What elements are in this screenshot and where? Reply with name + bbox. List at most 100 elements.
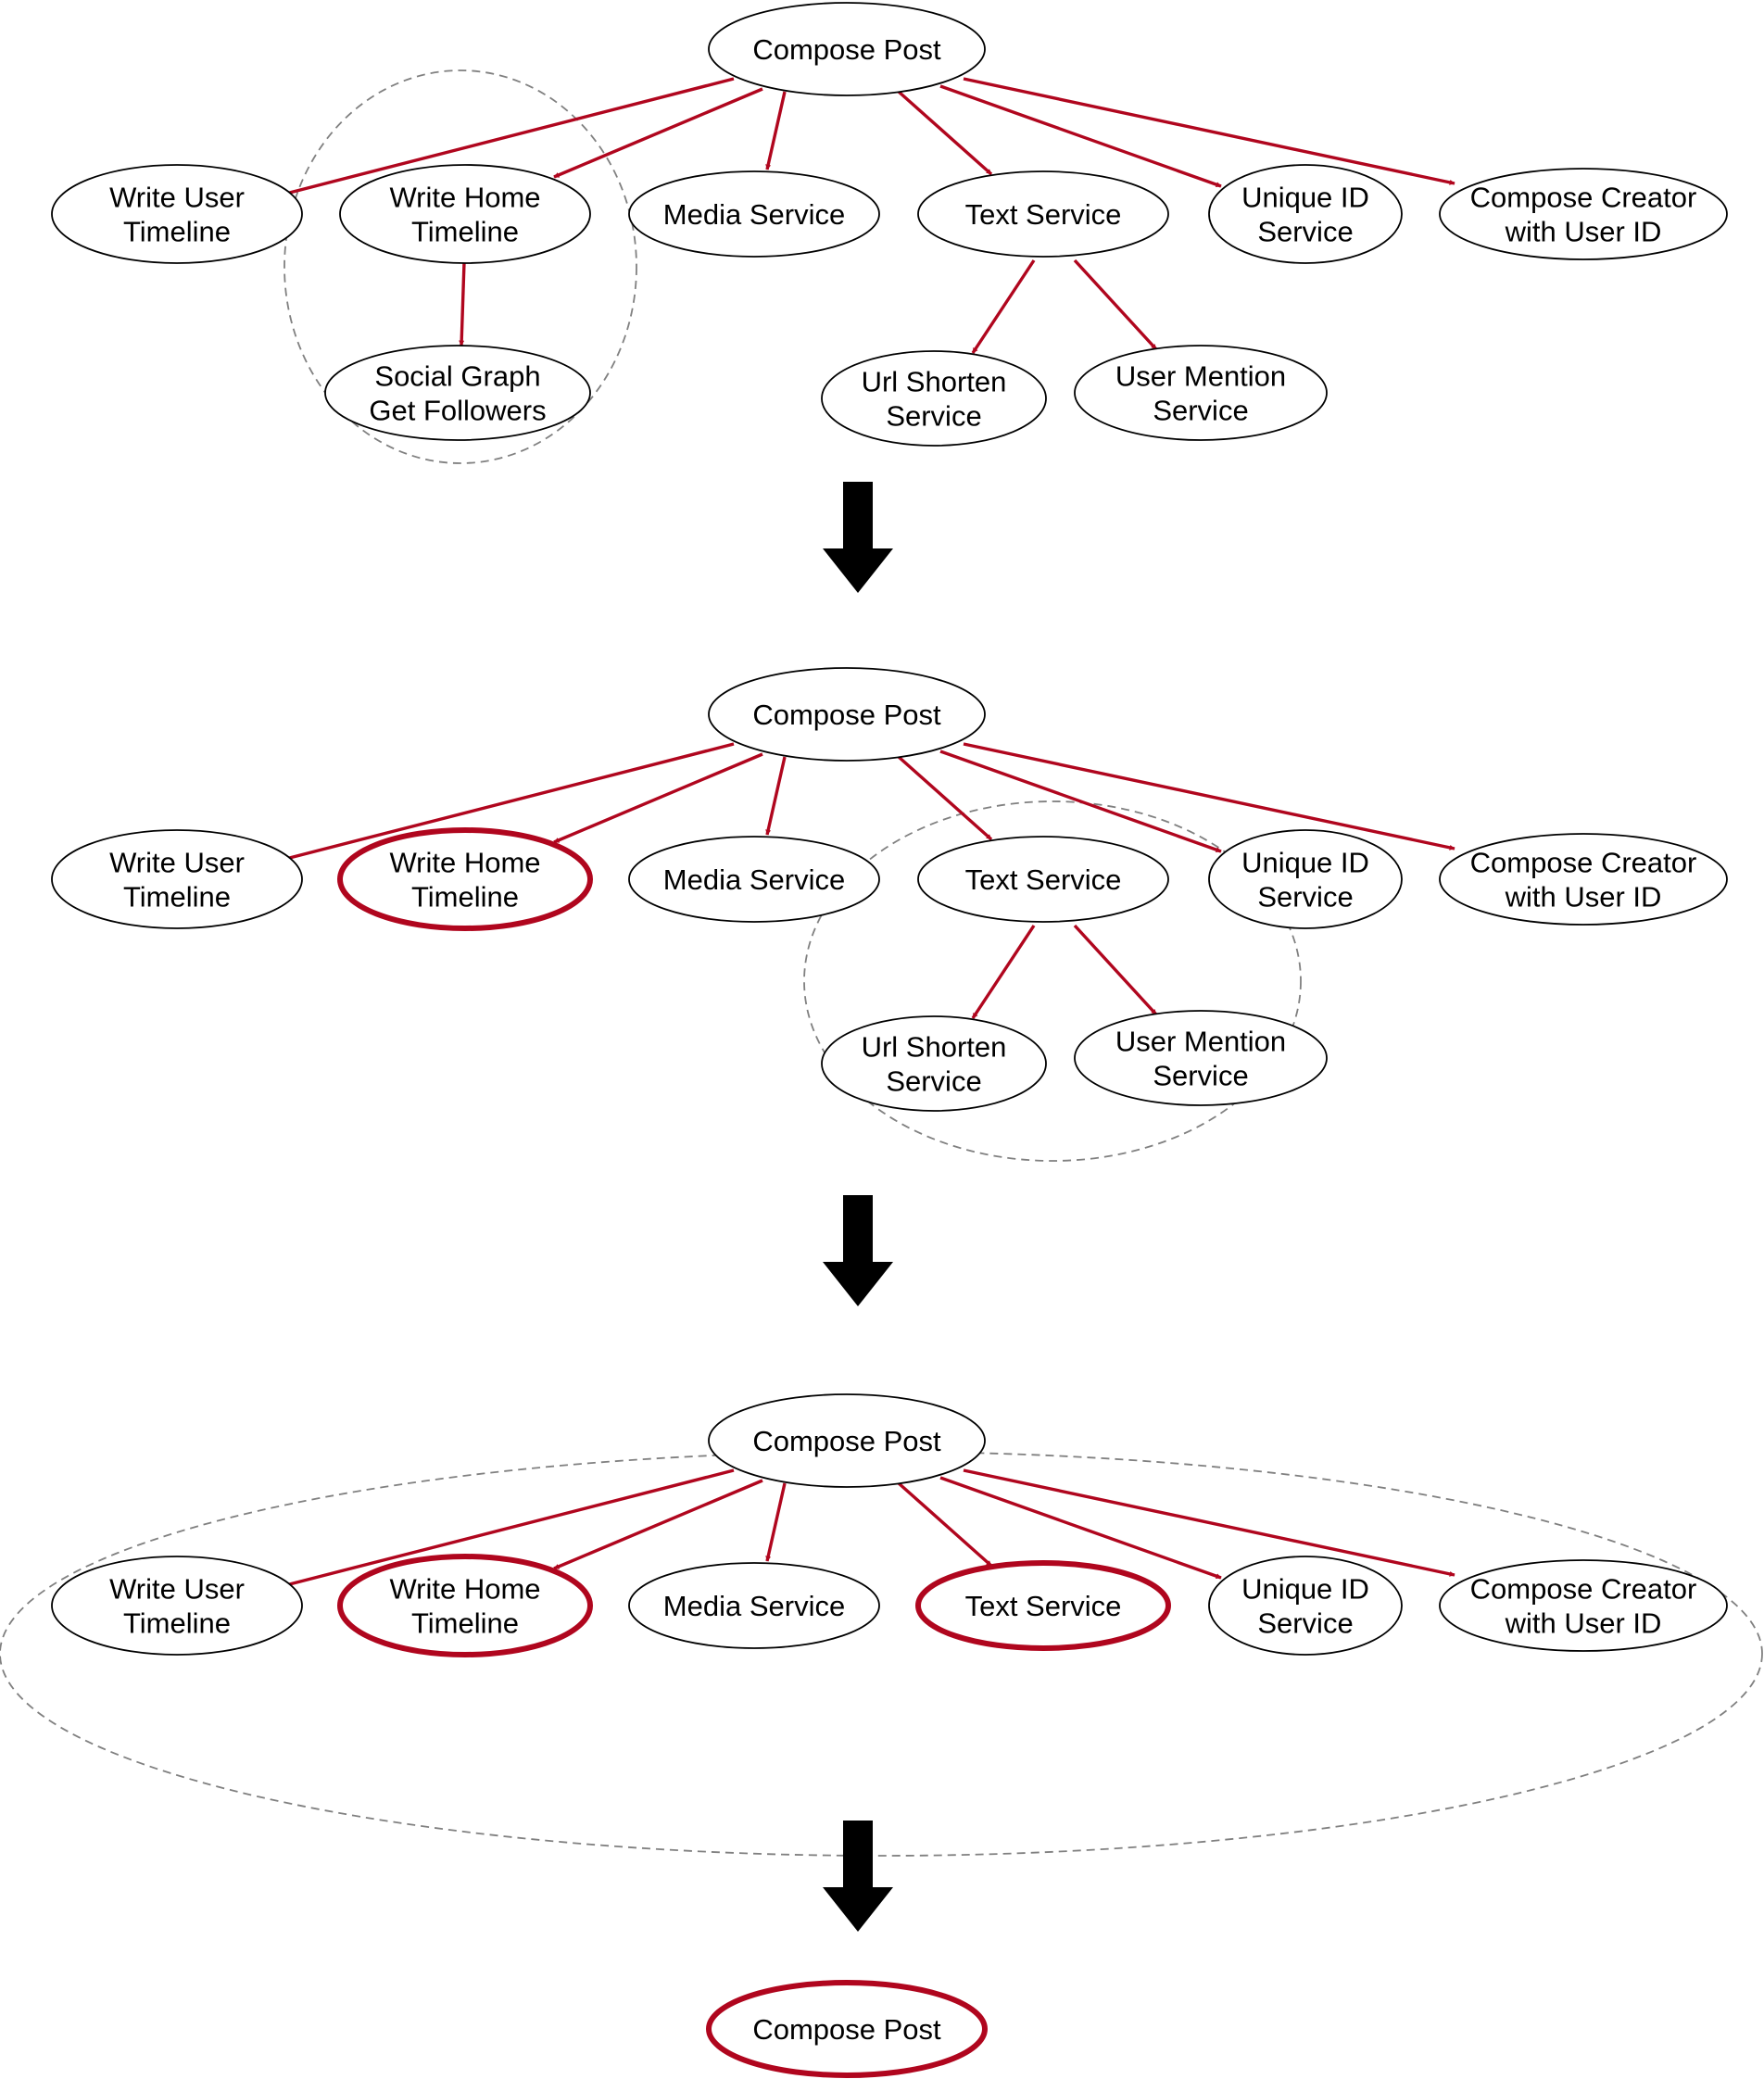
stage-1-node-compose-post: Compose Post	[708, 2, 986, 96]
stage-3-node-compose-post: Compose Post	[708, 1393, 986, 1488]
stage-1-edge-compose-post-to-media-service	[765, 91, 787, 170]
node-label: Social Graph	[374, 360, 540, 393]
stage-2-edge-compose-post-to-unique-id-service	[939, 750, 1222, 853]
node-label: Write User	[109, 847, 245, 879]
node-label: with User ID	[1505, 881, 1662, 914]
stage-2-merge-group-ring	[803, 800, 1302, 1162]
stage-2-edge-compose-post-to-compose-creator	[963, 742, 1455, 850]
node-label: Compose Creator	[1470, 847, 1697, 879]
node-label: Text Service	[965, 198, 1122, 231]
node-ellipse	[1208, 164, 1403, 264]
node-label: Unique ID	[1241, 847, 1369, 879]
step-down-arrow-icon	[823, 1195, 893, 1306]
stage-1-edge-text-service-to-url-shorten	[971, 259, 1036, 354]
node-label: Timeline	[411, 1607, 519, 1640]
node-label: Timeline	[123, 881, 231, 914]
node-label: Unique ID	[1241, 1573, 1369, 1606]
call-edges	[271, 77, 1455, 1591]
node-label: Timeline	[123, 1607, 231, 1640]
stage-1-edge-compose-post-to-write-home-timeline	[553, 87, 763, 179]
node-label: Compose Creator	[1470, 182, 1697, 214]
stage-4-node-compose-post: Compose Post	[706, 1980, 988, 2078]
stage-1-edge-text-service-to-user-mention	[1073, 258, 1158, 351]
node-ellipse	[708, 2, 986, 96]
stage-3-node-text-service: Text Service	[915, 1560, 1171, 1651]
node-label: Service	[1153, 395, 1248, 427]
stage-1-edge-write-home-timeline-to-social-graph	[459, 261, 466, 346]
node-ellipse	[1208, 829, 1403, 929]
stage-2-edge-compose-post-to-write-user-timeline	[271, 742, 735, 864]
stage-1-edge-compose-post-to-text-service	[897, 90, 993, 176]
node-label: Text Service	[965, 1590, 1122, 1622]
node-label: with User ID	[1505, 216, 1662, 248]
stage-2-node-media-service: Media Service	[628, 836, 880, 923]
node-ellipse	[51, 164, 303, 264]
stage-2-node-compose-post: Compose Post	[708, 667, 986, 762]
node-label: Url Shorten	[862, 1031, 1007, 1064]
stage-2-node-text-service: Text Service	[917, 836, 1169, 923]
node-label: Compose Post	[752, 33, 941, 66]
node-ellipse	[1208, 1556, 1403, 1656]
node-label: Compose Post	[752, 2013, 941, 2046]
node-ellipse	[821, 1015, 1047, 1112]
node-label: Timeline	[123, 216, 231, 248]
node-label: Service	[1257, 881, 1353, 914]
node-label: Media Service	[663, 863, 845, 896]
step-arrows	[823, 482, 893, 1932]
node-label: Service	[886, 1065, 981, 1098]
node-ellipse	[51, 829, 303, 929]
stage-2-edge-compose-post-to-media-service	[765, 756, 787, 836]
node-label: Unique ID	[1241, 182, 1369, 214]
stage-1-edge-compose-post-to-compose-creator	[963, 77, 1455, 185]
stage-1-edge-compose-post-to-unique-id-service	[939, 84, 1222, 188]
stage-3-edge-compose-post-to-write-user-timeline	[271, 1468, 735, 1591]
node-label: Media Service	[663, 1590, 845, 1622]
node-label: Timeline	[411, 881, 519, 914]
node-ellipse	[708, 1393, 986, 1488]
node-ellipse	[706, 1980, 988, 2078]
stage-2-edge-text-service-to-user-mention	[1073, 924, 1158, 1016]
node-label: Text Service	[965, 863, 1122, 896]
stage-1-merge-group-ring	[284, 69, 637, 464]
node-label: Get Followers	[369, 395, 546, 427]
node-label: Service	[886, 400, 981, 433]
stage-2-edge-compose-post-to-text-service	[897, 755, 993, 841]
node-ellipse	[337, 1554, 593, 1657]
stage-2-edge-compose-post-to-write-home-timeline	[553, 752, 763, 844]
node-label: Media Service	[663, 198, 845, 231]
stage-2-edge-text-service-to-url-shorten	[971, 925, 1036, 1019]
node-label: Write User	[109, 1573, 245, 1606]
node-ellipse	[1439, 833, 1728, 926]
stage-3-edge-compose-post-to-write-home-timeline	[553, 1479, 763, 1570]
node-label: Compose Creator	[1470, 1573, 1697, 1606]
stage-3-merge-group-ring	[0, 1451, 1763, 1857]
node-ellipse	[1439, 1559, 1728, 1652]
node-label: Service	[1153, 1060, 1248, 1092]
node-ellipse	[51, 1556, 303, 1656]
node-ellipse	[339, 164, 591, 264]
step-down-arrow-icon	[823, 1821, 893, 1932]
node-ellipse	[915, 1560, 1171, 1651]
step-down-arrow-icon	[823, 482, 893, 593]
stage-1-node-media-service: Media Service	[628, 170, 880, 258]
stage-1-node-text-service: Text Service	[917, 170, 1169, 258]
node-ellipse	[324, 345, 591, 441]
node-label: Url Shorten	[862, 366, 1007, 398]
node-label: Write Home	[389, 182, 540, 214]
node-ellipse	[628, 1562, 880, 1649]
